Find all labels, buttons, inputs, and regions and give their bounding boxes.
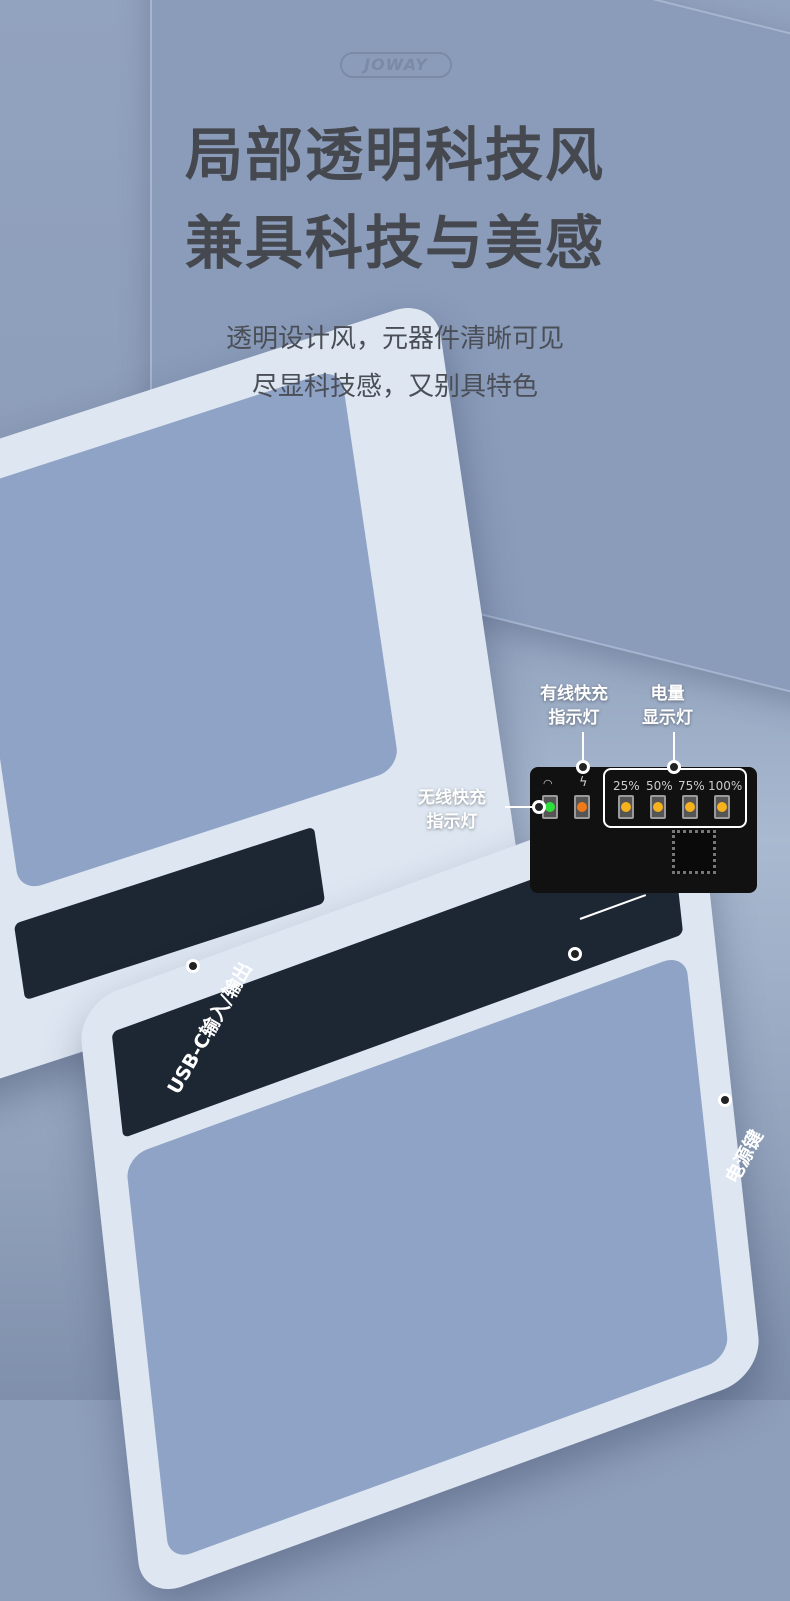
- leather-pad: [0, 367, 400, 893]
- battery-led-highlight: [603, 768, 747, 828]
- callout-text: 显示灯: [642, 708, 693, 728]
- callout-dot: [532, 800, 546, 814]
- wired-callout: 有线快充指示灯: [540, 682, 608, 730]
- power-dot: [718, 1093, 732, 1107]
- wireless-callout: 无线快充指示灯: [418, 786, 486, 834]
- callout-line: [673, 732, 675, 762]
- brand-logo: JOWAY: [340, 52, 452, 78]
- usbc-dot: [186, 959, 200, 973]
- headline-line2: 兼具科技与美感: [184, 209, 605, 277]
- callout-text: 无线快充: [418, 788, 486, 808]
- battery-led: [618, 795, 634, 819]
- wifi-icon: ◠: [543, 777, 553, 790]
- pcb-detail-inset: ◠ ϟ 25% 50% 75% 100%: [530, 767, 757, 893]
- callout-line: [582, 732, 584, 762]
- subtitle-line1: 透明设计风，元器件清晰可见: [225, 324, 564, 354]
- callout-text: 指示灯: [548, 708, 600, 728]
- window-dot: [568, 947, 582, 961]
- battery-led: [650, 795, 666, 819]
- wired-led: [574, 795, 590, 819]
- battery-callout: 电量显示灯: [642, 682, 693, 730]
- battery-led: [714, 795, 730, 819]
- callout-text: 电量: [650, 684, 685, 704]
- level-label: 25%: [613, 779, 640, 793]
- headline-line1: 局部透明科技风: [184, 121, 605, 189]
- callout-dot: [667, 760, 681, 774]
- level-label: 50%: [646, 779, 673, 793]
- callout-line: [505, 806, 535, 808]
- level-label: 75%: [678, 779, 705, 793]
- battery-led: [682, 795, 698, 819]
- lightning-icon: ϟ: [579, 775, 588, 790]
- callout-text: 有线快充: [540, 684, 608, 704]
- subtitle-line2: 尽显科技感，又别具特色: [251, 372, 538, 402]
- chip: [672, 830, 716, 874]
- callout-text: 指示灯: [426, 812, 478, 832]
- callout-dot: [576, 760, 590, 774]
- level-label: 100%: [708, 779, 743, 793]
